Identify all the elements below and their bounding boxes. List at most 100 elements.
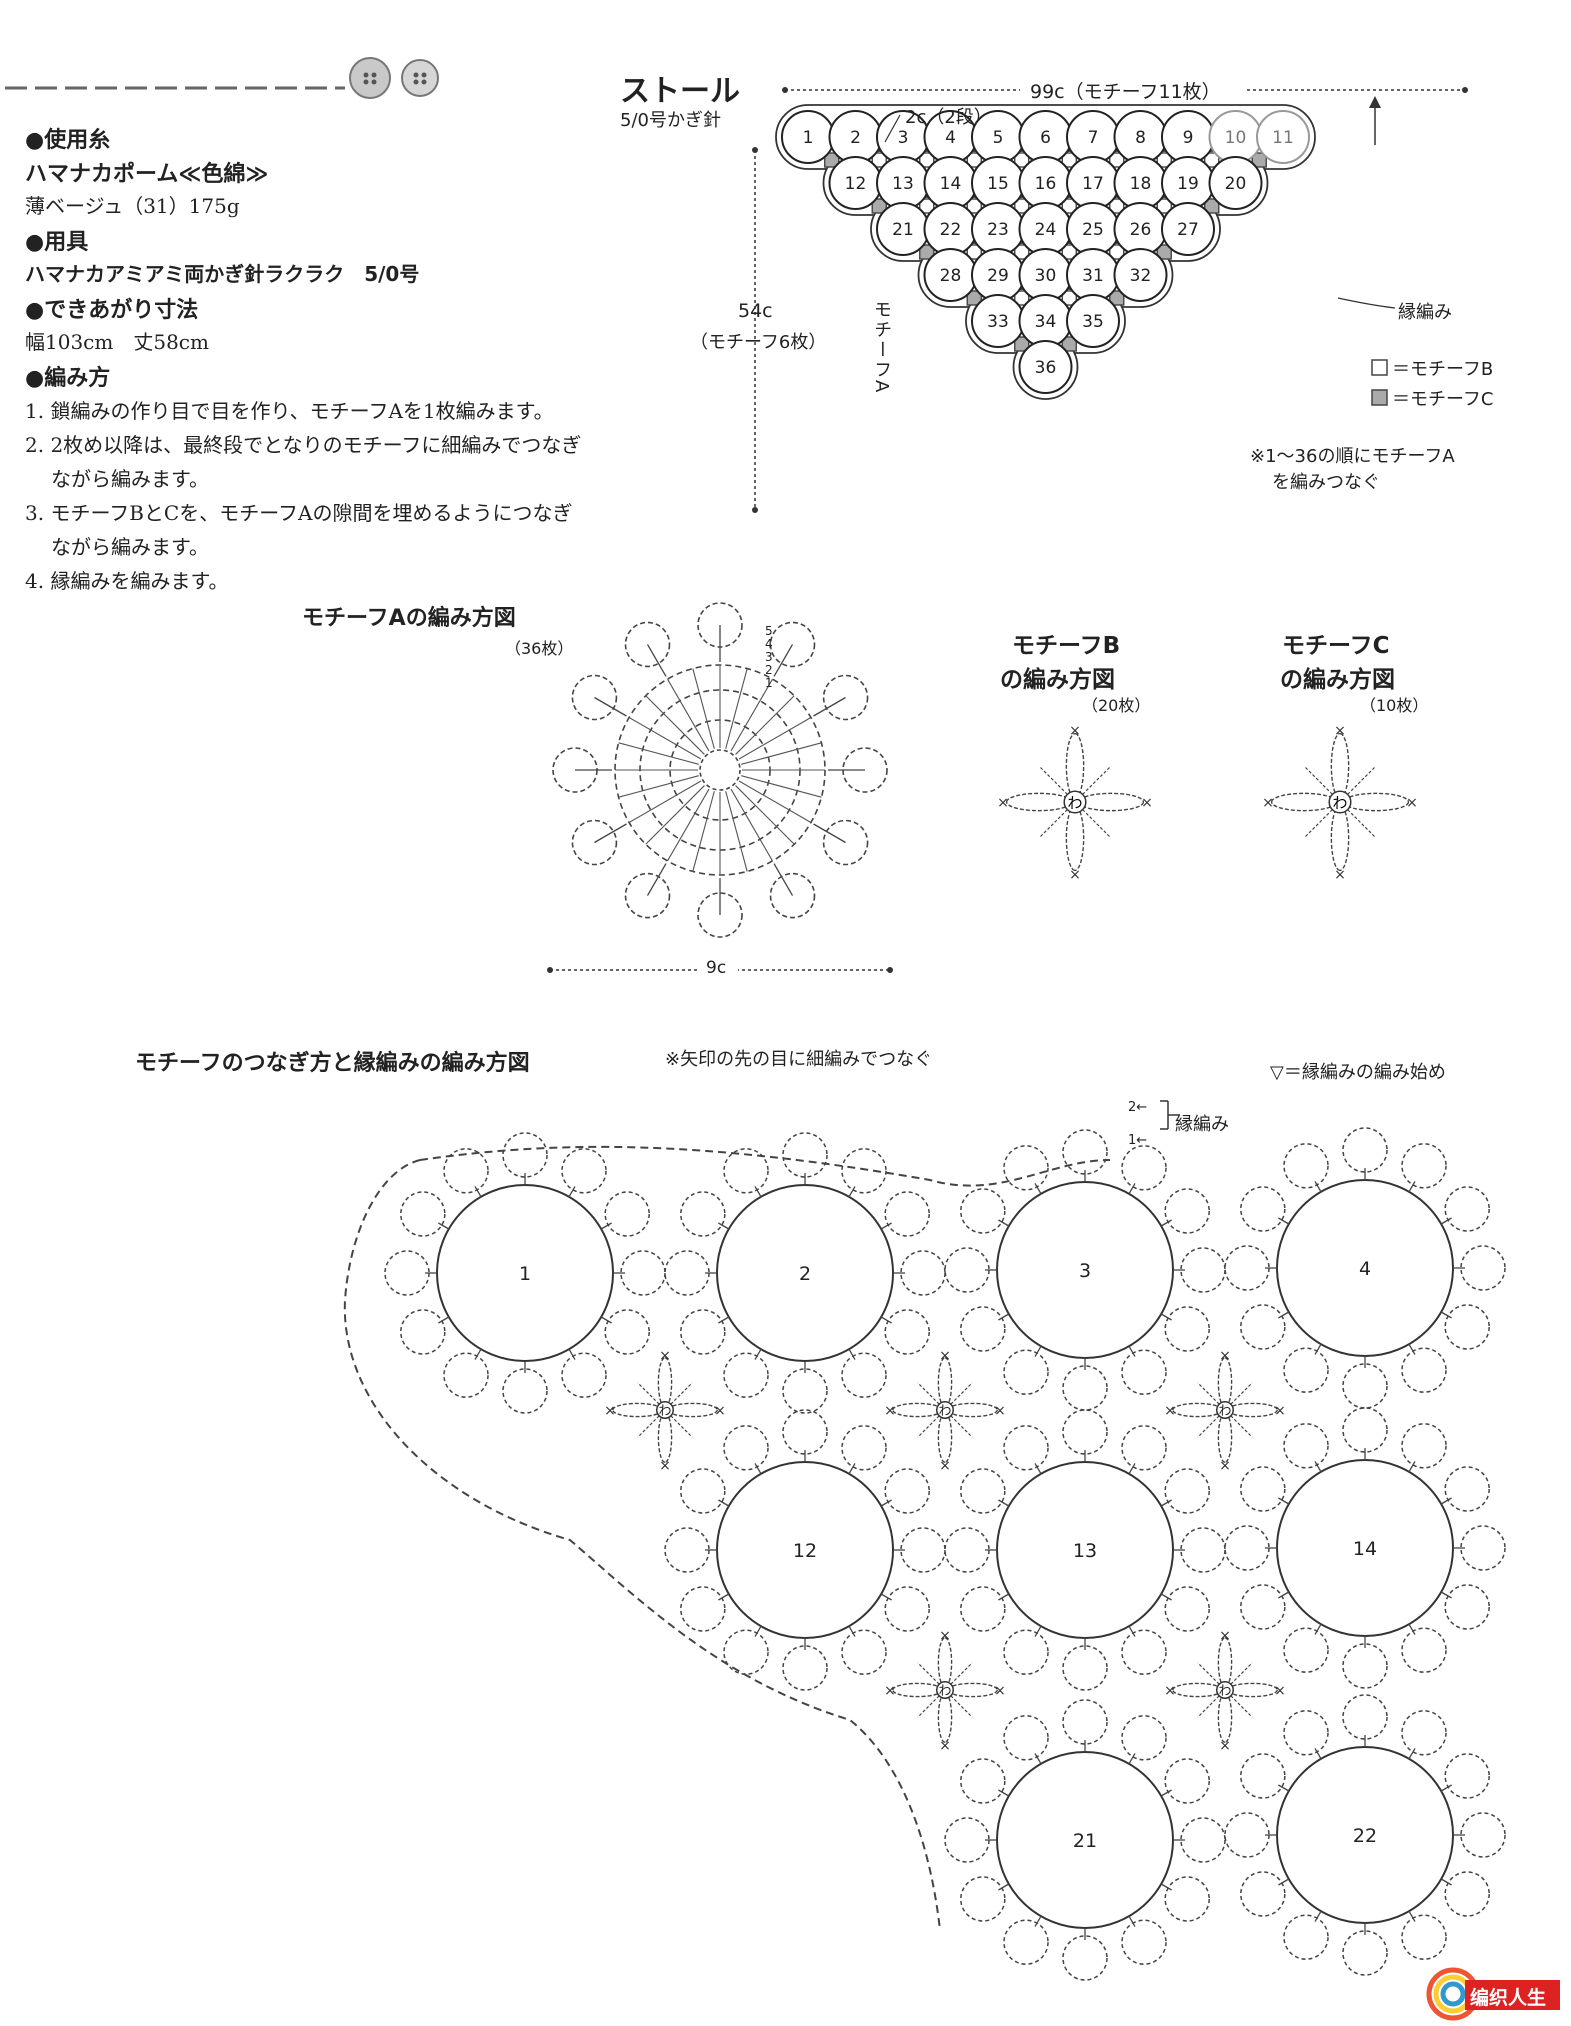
join-motif-stitch bbox=[754, 1463, 762, 1475]
step-4: 4. 縁編みを編みます。 bbox=[25, 569, 229, 593]
join-motif-petal bbox=[1240, 1466, 1286, 1512]
flower-petal bbox=[1342, 792, 1410, 812]
motif-a-stitch bbox=[730, 678, 773, 752]
step-3-cont: ながら編みます。 bbox=[51, 535, 209, 559]
join-motif-stitch bbox=[1408, 1181, 1416, 1193]
join-motif-stitch bbox=[1034, 1463, 1042, 1475]
stole-height-sub: （モチーフ6枚） bbox=[690, 332, 827, 353]
yarn-name: ハマナカポーム≪色綿≫ bbox=[25, 162, 269, 187]
join-motif-number: 3 bbox=[1079, 1260, 1091, 1282]
stole-motif-number: 14 bbox=[940, 174, 962, 194]
flower-diagonal bbox=[1230, 1415, 1253, 1438]
join-motif-petal bbox=[723, 1352, 769, 1398]
flower-diagonal bbox=[950, 1382, 973, 1405]
join-motif-petal bbox=[960, 1188, 1006, 1234]
joining-note: ※矢印の先の目に細編みでつなぐ bbox=[665, 1049, 933, 1070]
flower-tip: × bbox=[1334, 723, 1346, 739]
flower-ring bbox=[936, 1681, 954, 1699]
flower-petal bbox=[1270, 792, 1338, 812]
motif-b-square bbox=[1061, 152, 1077, 168]
flower-petal bbox=[1077, 792, 1145, 812]
join-motif-stitch bbox=[1034, 1915, 1042, 1927]
join-motif-petal bbox=[1444, 1186, 1490, 1232]
stole-motif-number: 34 bbox=[1035, 312, 1057, 332]
join-motif-petal bbox=[443, 1148, 489, 1194]
join-motif-petal bbox=[400, 1309, 446, 1355]
join-motif-petal bbox=[960, 1468, 1006, 1514]
join-motif-petal bbox=[1121, 1349, 1167, 1395]
join-motif-petal bbox=[1401, 1143, 1447, 1189]
flower-ring bbox=[656, 1401, 674, 1419]
join-motif-stitch bbox=[754, 1186, 762, 1198]
join-motif-stitch bbox=[1034, 1753, 1042, 1765]
join-motif-stitch bbox=[1408, 1461, 1416, 1473]
join-motif-stitch bbox=[998, 1883, 1010, 1891]
join-motif-stitch bbox=[1160, 1313, 1172, 1321]
motif-a-petal bbox=[571, 674, 618, 721]
motif-b-square bbox=[966, 198, 982, 214]
motif-a-stitch bbox=[667, 788, 710, 862]
join-motif-petal bbox=[884, 1309, 930, 1355]
motif-a-spoke bbox=[646, 644, 667, 677]
join-motif-stitch bbox=[1440, 1878, 1452, 1886]
join-motif-stitch bbox=[1128, 1463, 1136, 1475]
join-motif-stitch bbox=[718, 1593, 730, 1601]
stole-motif-number: 6 bbox=[1040, 128, 1051, 148]
join-motif-stitch bbox=[474, 1348, 482, 1360]
stole-motif-number: 3 bbox=[898, 128, 909, 148]
join-motif-number: 21 bbox=[1073, 1830, 1097, 1852]
join-motif-stitch bbox=[718, 1316, 730, 1324]
flower-tip: × bbox=[884, 1683, 896, 1699]
join-motif-number: 12 bbox=[793, 1540, 817, 1562]
flower-diagonal bbox=[637, 1415, 660, 1438]
flower-tip: × bbox=[1406, 795, 1418, 811]
join-motif-petal bbox=[1164, 1306, 1210, 1352]
legend-motif-b: ＝モチーフB bbox=[1392, 359, 1494, 380]
stole-motif-circle bbox=[1208, 156, 1263, 210]
motif-c-square bbox=[1061, 336, 1077, 352]
join-motif-petal bbox=[841, 1352, 887, 1398]
flower-petal bbox=[1227, 1682, 1278, 1698]
flower-diagonal bbox=[917, 1695, 940, 1718]
join-motif-petal bbox=[1003, 1425, 1049, 1471]
join-motif-stitch bbox=[1314, 1181, 1322, 1193]
stole-height-label: 54c bbox=[738, 300, 773, 322]
flower-petal bbox=[892, 1402, 943, 1418]
motif-c-square bbox=[1251, 152, 1267, 168]
flower-diagonal bbox=[670, 1382, 693, 1405]
join-flower-center: わ bbox=[938, 1404, 951, 1419]
join-motif-petal bbox=[680, 1468, 726, 1514]
motif-a-count: （36枚） bbox=[505, 639, 574, 658]
flower-petal bbox=[892, 1682, 943, 1698]
join-motif-stitch bbox=[1278, 1591, 1290, 1599]
join-motif-stitch bbox=[1278, 1217, 1290, 1225]
join-motif-petal bbox=[1180, 1817, 1226, 1863]
join-motif-stitch bbox=[1160, 1499, 1172, 1507]
join-motif-petal bbox=[1121, 1629, 1167, 1675]
flower-petal bbox=[937, 1412, 953, 1463]
motif-c-chart: ×××× わ bbox=[1262, 723, 1418, 883]
materials-block: ●使用糸 ハマナカポーム≪色綿≫ 薄ベージュ（31）175g ●用具 ハマナカア… bbox=[25, 122, 725, 598]
flower-diagonal bbox=[1082, 765, 1112, 795]
motif-b-chart: ×××× わ bbox=[997, 723, 1153, 883]
join-motif-petal bbox=[1401, 1710, 1447, 1756]
stole-motif-number: 19 bbox=[1177, 174, 1199, 194]
stole-motif-number: 31 bbox=[1082, 266, 1104, 286]
stole-motif-number: 15 bbox=[987, 174, 1009, 194]
join-motif-petal bbox=[1283, 1627, 1329, 1673]
motif-a-petal bbox=[624, 621, 671, 668]
motif-a-stitch bbox=[667, 678, 710, 752]
flower-petal bbox=[937, 1357, 953, 1408]
motif-b-square bbox=[1156, 198, 1172, 214]
join-motif-stitch bbox=[1440, 1311, 1452, 1319]
motif-c-square bbox=[1204, 198, 1220, 214]
motif-c-title-2: の編み方図 bbox=[1280, 667, 1395, 693]
flower-petal bbox=[1217, 1692, 1233, 1743]
join-motif-petal bbox=[782, 1409, 828, 1455]
join-motif-petal bbox=[782, 1368, 828, 1414]
motif-b-square bbox=[919, 152, 935, 168]
motif-a-petal bbox=[571, 819, 618, 866]
join-motif-stitch bbox=[1408, 1623, 1416, 1635]
stole-edging-label: 縁編み bbox=[1398, 302, 1452, 323]
